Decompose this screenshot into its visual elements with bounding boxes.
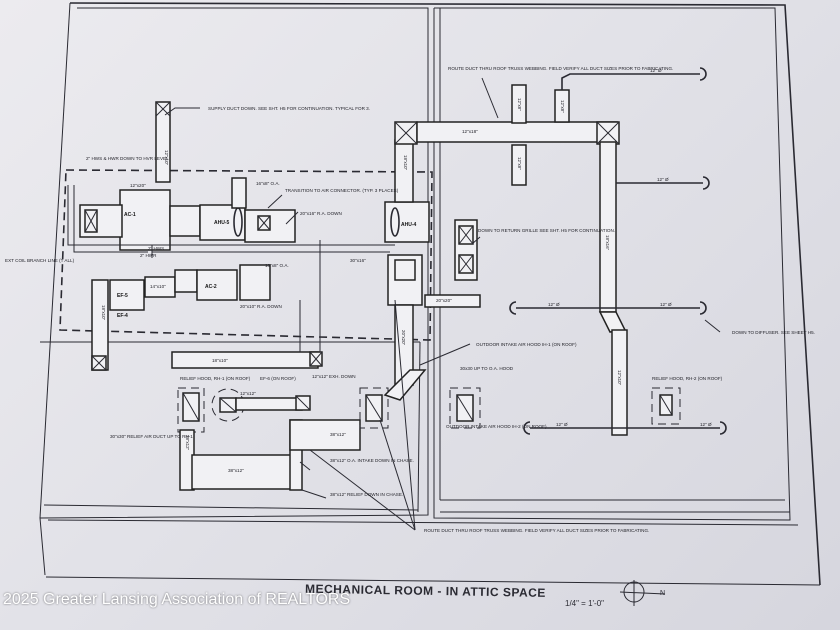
unit-label: AC-2 (205, 284, 217, 290)
unit-label: AHU-5 (214, 220, 229, 226)
size-label: 38"x12" (185, 435, 190, 451)
unit-ahu5: AHU-5 (199, 177, 296, 243)
note-relief-1: RELIEF HOOD, RH-1 (ON ROOF) (180, 376, 251, 381)
note-ra-down-mid: 20"x10" R.A. DOWN (240, 304, 282, 309)
pipe-label: 2" HWR (140, 253, 157, 258)
copyright-watermark: 2025 Greater Lansing Association of REAL… (3, 591, 351, 608)
size-label: 38"x12" (228, 468, 244, 473)
sheet-border (39, 2, 821, 586)
size-label: 12" Ø (650, 68, 662, 73)
size-label: 12" Ø (548, 302, 560, 307)
return-grille: 20"x20" (424, 219, 481, 308)
note-exh-down: 12"x12" EXH. DOWN (312, 374, 356, 379)
note-route-bottom: ROUTE DUCT THRU ROOF TRUSS WEBBING. FIEL… (424, 528, 649, 533)
drawing-scale: 1/4" = 1'-0" (565, 599, 605, 608)
note-supply-duct: SUPPLY DUCT DOWN. SEE SHT. H5 FOR CONTIN… (208, 106, 370, 111)
size-label: 12" Ø (556, 422, 568, 427)
unit-ac2: AC-2 (174, 264, 271, 301)
note-relief-down: 38"x12" RELIEF DOWN IN CHASE. (330, 492, 403, 497)
supply-trunk-right: 18"x16" 12"x10" (598, 141, 628, 436)
north-arrow-icon (619, 580, 666, 606)
note-ra-down: 20"x16" R.A. DOWN (300, 211, 342, 216)
note-diffuser: DOWN TO DIFFUSER. SEE SHEET H5. (732, 330, 815, 335)
size-label: 14"x10" (150, 284, 166, 289)
supply-trunk-top: 12"x18" 12"x8" 12"x8" 12"x8" 12" Ø (416, 67, 707, 186)
note-oa-mid: 16"x8" O.A. (265, 263, 289, 268)
note-up-oa: 30x30 UP TO O.A. HOOD (460, 366, 514, 371)
note-intake-1: OUTDOOR INTAKE AIR HOOD IH-1 (ON ROOF) (476, 342, 577, 347)
size-label: 12"x8" (560, 100, 565, 113)
size-label: 12"x10" (164, 150, 169, 166)
size-label: 30"x16" (350, 258, 366, 263)
size-label: 20"x20" (436, 298, 452, 303)
relief-hood-rh2 (651, 387, 681, 425)
size-label: 12"x10" (617, 370, 622, 386)
leader-lines (164, 77, 721, 531)
size-label: 12" Ø (700, 422, 712, 427)
note-oa-intake-down: 38"x12" O.A. INTAKE DOWN IN CHASE. (330, 458, 414, 463)
note-transition: TRANSITION TO AIR CONNECTOR. (TYP. 3 PLA… (285, 188, 399, 193)
size-label: 18"x16" (605, 235, 610, 251)
duct-horizontal-mid: 18"x10" (171, 240, 323, 369)
hot-water-piping: 2" HWS 2" HWR (67, 185, 395, 258)
size-label: 18"x10" (403, 155, 408, 171)
size-label: 38"x12" (330, 432, 346, 437)
note-hws-hwr: 2" HWS & HWR DOWN TO HVR LEVEL (86, 156, 169, 161)
note-return-grille: DOWN TO RETURN GRILLE SEE SHT. H5 FOR CO… (478, 228, 615, 233)
size-label: 12"x18" (462, 129, 478, 134)
unit-label: EF-5 (117, 293, 128, 299)
size-label: 12"x8" (517, 157, 522, 170)
relief-duct-system: 38"x12" 38"x12" 38"x12" 12"x12" (177, 387, 361, 491)
size-label: 12" Ø (657, 177, 669, 182)
room-walls-left (40, 8, 785, 513)
note-coil-branch: EXT COIL BRANCH LINE (T ALL) (5, 258, 75, 263)
size-label: 12"x12" (240, 391, 256, 396)
north-label: N (660, 590, 666, 597)
size-label: 12" Ø (660, 302, 672, 307)
note-intake-2: OUTDOOR INTAKE AIR HOOD IH-2 (ON ROOF) (446, 424, 547, 429)
mechanical-zone-dashed (59, 169, 433, 341)
branch-ducts: 12" Ø 12" Ø 12" Ø 12" Ø 12" Ø (509, 176, 727, 435)
duct-left-vertical: 18"x10" EF-5 EF-4 14"x10" (91, 276, 176, 371)
size-label: 12"x8" (517, 98, 522, 111)
size-label: 18"x10" (101, 305, 106, 321)
unit-label: AHU-4 (401, 222, 416, 228)
size-label: 20"x20" (401, 330, 406, 346)
annotations: SUPPLY DUCT DOWN. SEE SHT. H5 FOR CONTIN… (5, 66, 815, 533)
note-ef-roof: EF-6 (ON ROOF) (260, 376, 296, 381)
supply-duct-vertical: 12"x10" (155, 101, 171, 183)
note-route-top: ROUTE DUCT THRU ROOF TRUSS WEBBING. FIEL… (448, 66, 673, 71)
note-oa-top: 16"x8" O.A. (256, 181, 280, 186)
unit-label: AC-1 (124, 212, 136, 218)
note-relief-up: 30"x30" RELIEF AIR DUCT UP TO RH-1 (110, 434, 193, 439)
size-label: 12"x20" (130, 183, 146, 188)
unit-ahu4: AHU-4 18"x10" 30"x16" 20"x20" (350, 121, 430, 386)
pipe-label: 2" HWS (148, 246, 164, 251)
note-relief-2: RELIEF HOOD, RH-2 (ON ROOF) (652, 376, 723, 381)
unit-label: EF-4 (117, 313, 128, 319)
unit-ac1: AC-1 12"x20" (79, 183, 201, 251)
size-label: 18"x10" (212, 358, 228, 363)
